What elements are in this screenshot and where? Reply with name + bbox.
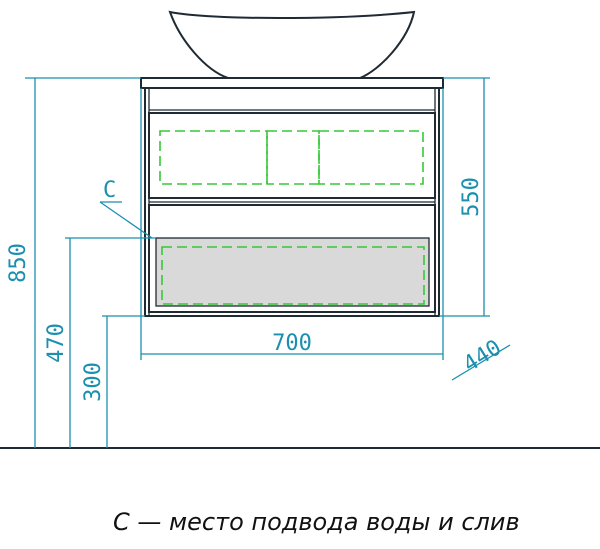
countertop [140,77,444,89]
dim-470-label: 470 [44,323,69,363]
dim-550-label: 550 [459,177,484,217]
lower-drawer [148,204,436,313]
legend-text: С — место подвода воды и слив [113,508,520,536]
dim-440-line [451,344,511,381]
cabinet-body [144,87,440,317]
upper-drawer-hidden-box-left [159,130,268,185]
basin [168,10,416,79]
callout-letter: C [103,178,116,203]
dim-850-label: 850 [6,243,31,283]
service-panel [155,237,430,307]
dim-700-label: 700 [272,331,312,356]
callout-leader [99,201,153,239]
upper-drawer-hidden-box-right [318,130,424,185]
upper-drawer-hidden-box-middle [266,130,320,185]
upper-drawer [148,112,436,199]
dim-300-label: 300 [81,362,106,402]
lower-drawer-hidden-box [161,246,425,305]
